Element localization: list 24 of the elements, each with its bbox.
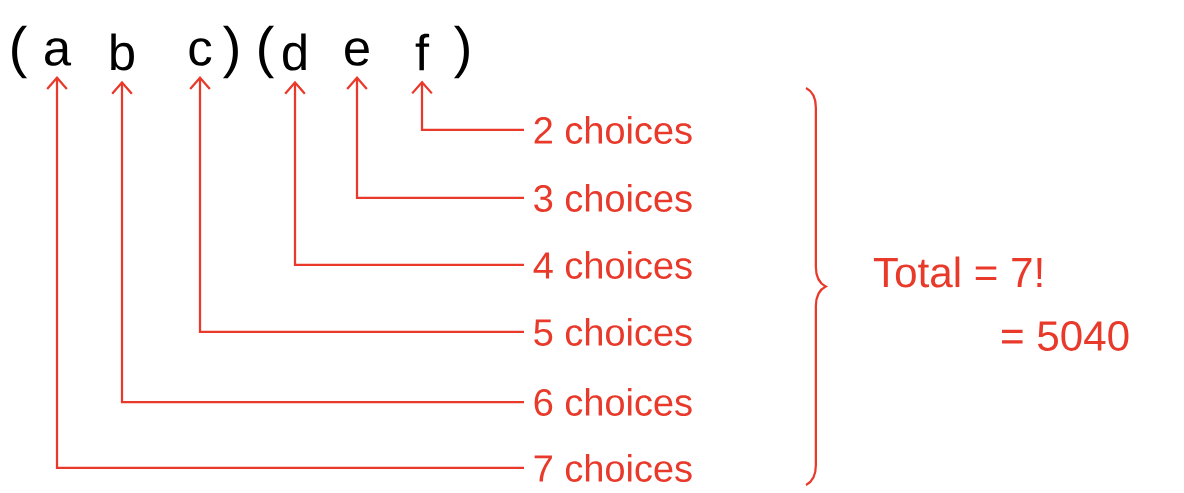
letter: f: [415, 33, 430, 71]
arrow: [111, 80, 524, 404]
choice-count: 4 choices: [533, 251, 692, 279]
total-text: Total = 7!: [873, 256, 1042, 288]
choice-count: 7 choices: [534, 454, 692, 482]
parenthesis: (: [259, 25, 275, 79]
choice-count: 3 choices: [534, 184, 692, 212]
choice-count: 6 choices: [534, 388, 692, 416]
choice-count: 2 choices: [534, 116, 692, 144]
parenthesis: ): [222, 25, 238, 79]
arrow: [284, 80, 524, 267]
letter: c: [189, 38, 212, 66]
arrow: [46, 76, 524, 470]
arrow: [411, 80, 524, 132]
letter: e: [345, 38, 369, 66]
arrow: [189, 76, 524, 334]
letter: a: [45, 38, 72, 66]
total-text: = 5040: [1002, 321, 1129, 351]
letter: d: [283, 33, 306, 71]
choice-count: 5 choices: [534, 318, 692, 346]
arrow: [346, 76, 524, 200]
letter: b: [111, 33, 134, 71]
parenthesis: (: [12, 25, 28, 79]
parenthesis: ): [454, 25, 469, 79]
